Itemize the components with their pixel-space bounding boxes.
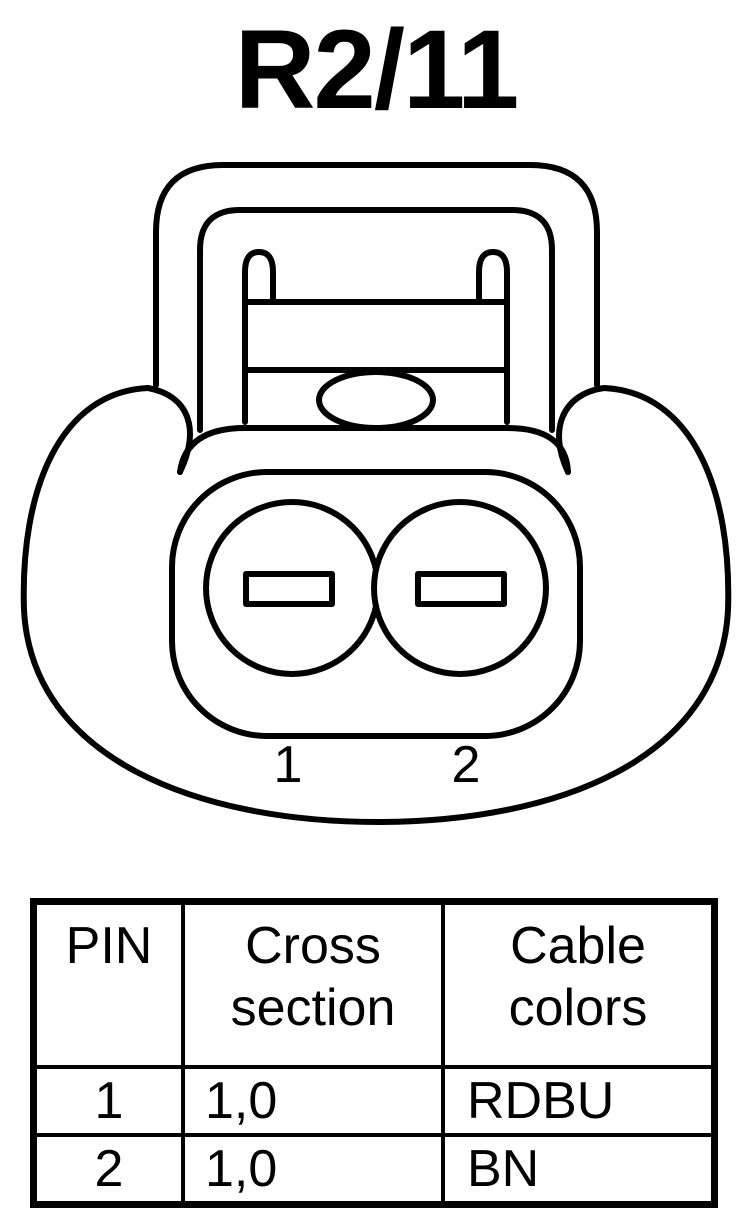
header-cable-colors: Cable colors [441, 899, 717, 1069]
latch-release-button [316, 369, 436, 431]
row-2-cable-color: BN [441, 1133, 717, 1207]
latch-inner-frame [197, 207, 555, 433]
row-2-pin: 2 [31, 1133, 185, 1207]
table-header-row: PIN Cross section Cable colors [31, 899, 717, 1069]
pin-1-label: 1 [274, 736, 303, 794]
pin-1-circle [203, 499, 381, 677]
latch-right-tab [476, 249, 510, 425]
connector-housing-outline [20, 385, 732, 825]
latch-left-tab [242, 249, 276, 425]
connector-face-top [177, 425, 571, 475]
header-pin: PIN [31, 899, 185, 1069]
pin-2-circle [371, 499, 549, 677]
pin-2-label: 2 [452, 736, 481, 794]
row-1-cable-color: RDBU [441, 1065, 717, 1137]
pin-socket-cavity [169, 469, 583, 739]
row-1-pin: 1 [31, 1065, 185, 1137]
latch-outer-frame [153, 162, 600, 388]
header-cross-section: Cross section [181, 899, 445, 1069]
table-row: 1 1,0 RDBU [31, 1065, 717, 1137]
pin-2-terminal [415, 571, 507, 607]
row-1-cross-section: 1,0 [181, 1065, 445, 1137]
row-2-cross-section: 1,0 [181, 1133, 445, 1207]
connector-diagram: 1 2 [20, 162, 732, 825]
connector-title: R2/11 [234, 7, 520, 132]
table-row: 2 1,0 BN [31, 1133, 717, 1207]
pin-assignment-table: PIN Cross section Cable colors 1 1,0 RDB… [30, 898, 718, 1208]
pin-1-terminal [243, 571, 335, 607]
